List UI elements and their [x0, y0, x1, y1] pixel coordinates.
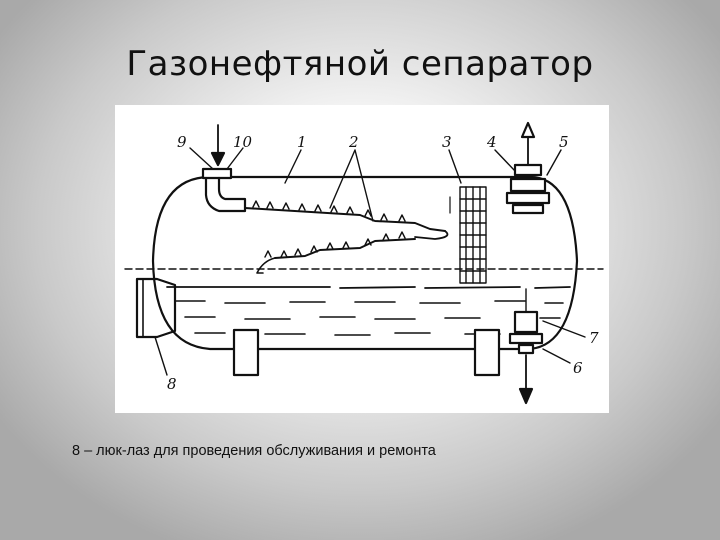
lower-bubbles: [264, 231, 406, 258]
label-1: 1: [297, 133, 307, 151]
label-8: 8: [167, 375, 177, 393]
inlet-flange: [201, 167, 233, 180]
liquid-level: [166, 286, 571, 289]
label-7: 7: [589, 329, 599, 347]
slide-caption: 8 – люк-лаз для проведения обслуживания …: [72, 443, 436, 459]
upper-shelf: [244, 207, 446, 232]
upper-bubbles: [252, 200, 406, 222]
label-4: 4: [486, 133, 497, 151]
support-left: [232, 328, 260, 377]
manhole-hatch: [135, 277, 177, 339]
label-2: 2: [348, 133, 359, 151]
vessel-shell: [151, 175, 579, 351]
label-6: 6: [573, 359, 583, 377]
label-3: 3: [442, 133, 452, 151]
support-right: [473, 328, 501, 377]
gas-outlet-flange: [513, 163, 543, 177]
lower-shelf: [274, 238, 416, 259]
liquid-strokes: [174, 300, 564, 336]
packing-3: [459, 186, 487, 284]
label-10: 10: [233, 133, 253, 151]
label-9: 9: [177, 133, 187, 151]
slide-title: Газонефтяной сепаратор: [126, 44, 594, 84]
separator-diagram: 9 10 1 2 3 4 5 7 6 8: [115, 105, 609, 413]
level-regulator-7: [513, 310, 539, 334]
label-5: 5: [559, 133, 569, 151]
